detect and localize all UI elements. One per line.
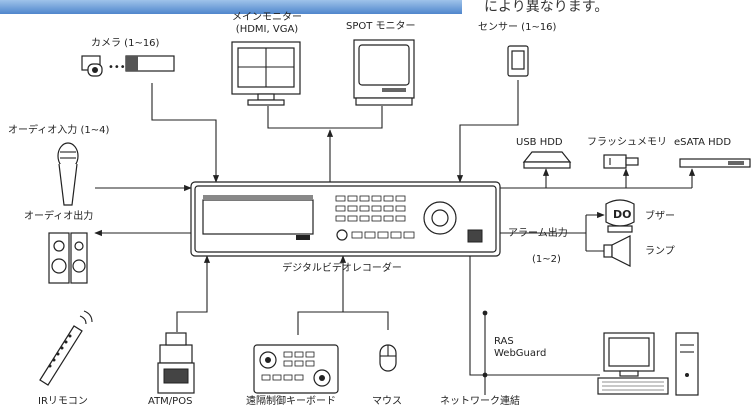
mouse-icon	[379, 344, 397, 372]
flash-memory-label: フラッシュメモリ	[587, 137, 667, 148]
buzzer-icon: DO	[605, 199, 635, 233]
flash-memory-icon	[603, 154, 639, 169]
main-monitor-label: メインモニター (HDMI, VGA)	[232, 12, 302, 35]
ras-label: RAS WebGuard	[494, 336, 547, 359]
atm-pos-label: ATM/POS	[148, 396, 193, 407]
speaker-icon	[48, 232, 88, 284]
lamp-label: ランプ	[645, 246, 675, 257]
network-line	[469, 250, 600, 376]
camera-label: カメラ (1~16)	[91, 38, 160, 49]
spot-monitor-label: SPOT モニター	[346, 21, 416, 32]
audio-out-label: オーディオ出力	[24, 211, 94, 222]
alarm-range-label: (1~2)	[532, 254, 561, 265]
sensor-icon	[507, 45, 529, 77]
buzzer-label: ブザー	[645, 211, 675, 222]
spot-monitor-icon	[353, 39, 415, 106]
svg-text:•••: •••	[108, 62, 126, 73]
connector-lines	[94, 80, 696, 395]
atm-line	[176, 255, 211, 332]
ir-remote-icon	[39, 310, 93, 386]
lamp-icon	[603, 235, 631, 267]
network-label: ネットワーク連結	[440, 396, 520, 407]
keyboard-line	[297, 311, 389, 335]
esata-hdd-icon	[679, 158, 751, 168]
header-note: により異なります。	[484, 0, 609, 15]
pc-icon	[597, 332, 699, 396]
esata-hdd-label: eSATA HDD	[674, 137, 732, 148]
atm-pos-icon	[157, 332, 195, 394]
main-monitor-line	[267, 106, 383, 129]
header-banner	[0, 0, 462, 14]
main-monitor-icon	[231, 41, 301, 106]
usb-hdd-icon	[522, 151, 572, 169]
keyboard-label: 遠隔制御キーボード	[246, 396, 336, 407]
svg-text:DO: DO	[613, 208, 631, 221]
dvr-label: デジタルビデオレコーダー	[282, 263, 402, 274]
control-keyboard-icon	[253, 344, 339, 394]
sensor-label: センサー (1~16)	[478, 22, 557, 33]
camera-line	[151, 83, 220, 183]
camera-icon: •••	[81, 55, 175, 77]
sensor-line	[456, 80, 519, 183]
mouse-label: マウス	[372, 396, 402, 407]
ir-remote-label: IRリモコン	[38, 396, 88, 407]
audio-in-label: オーディオ入力 (1~4)	[8, 125, 110, 136]
usb-hdd-label: USB HDD	[516, 137, 563, 148]
dvr-icon	[190, 181, 501, 257]
alarm-out-label: アラーム出力	[508, 228, 568, 239]
microphone-icon	[57, 142, 79, 206]
